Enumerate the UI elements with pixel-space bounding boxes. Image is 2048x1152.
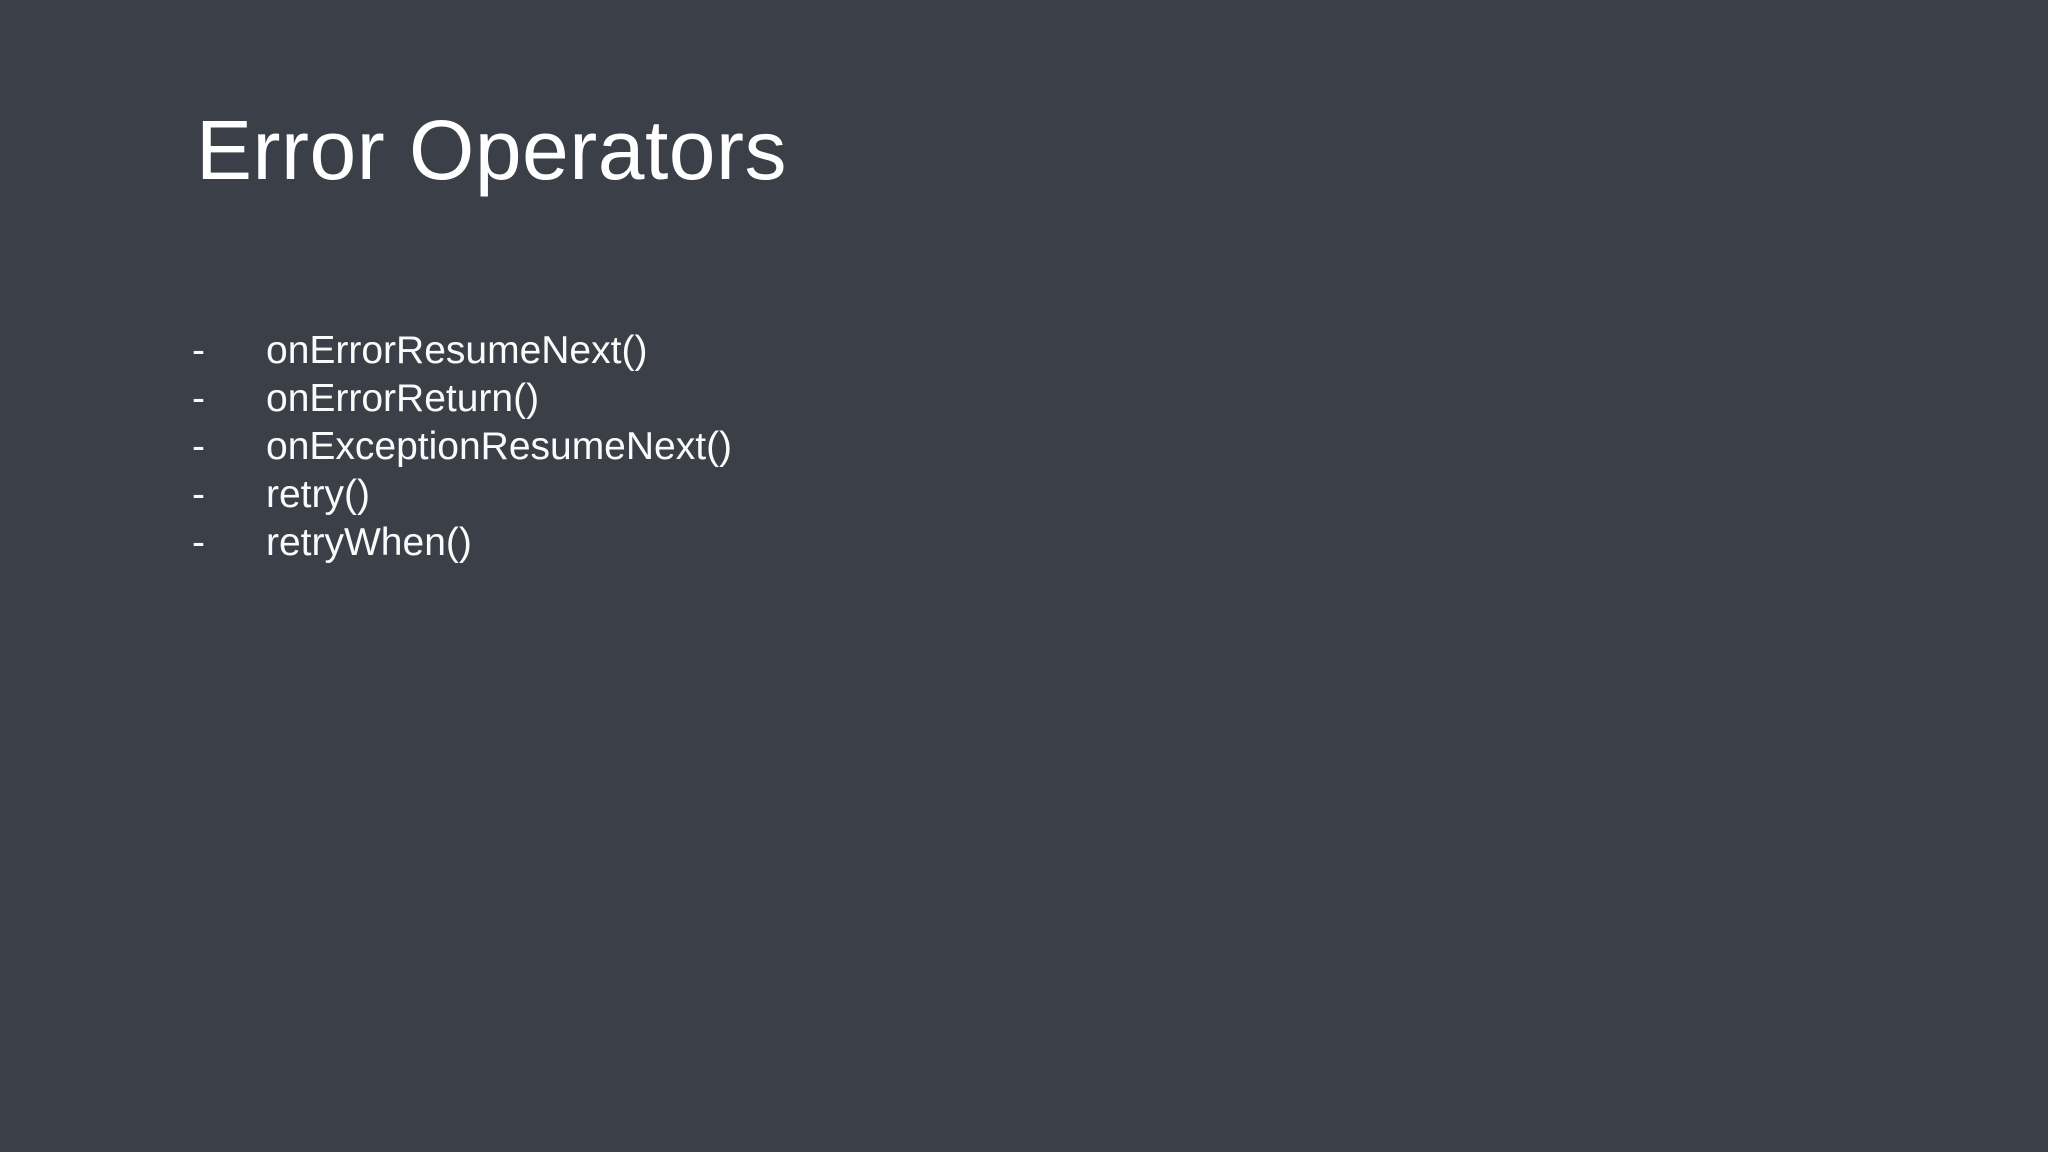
list-item: - onErrorReturn() (192, 375, 732, 423)
bullet-dash: - (192, 521, 205, 564)
list-item-label: retryWhen() (266, 521, 472, 564)
list-item: - onErrorResumeNext() (192, 327, 732, 375)
bullet-dash: - (192, 377, 205, 420)
list-item: - onExceptionResumeNext() (192, 423, 732, 471)
list-item-label: onErrorResumeNext() (266, 329, 648, 372)
bullet-dash: - (192, 473, 205, 516)
list-item-label: onErrorReturn() (266, 377, 540, 420)
slide-title: Error Operators (196, 103, 787, 197)
bullet-list: - onErrorResumeNext() - onErrorReturn() … (192, 327, 732, 567)
list-item-label: retry() (266, 473, 370, 516)
list-item: - retry() (192, 471, 732, 519)
list-item-label: onExceptionResumeNext() (266, 425, 733, 468)
bullet-dash: - (192, 425, 205, 468)
list-item: - retryWhen() (192, 519, 732, 567)
bullet-dash: - (192, 329, 205, 372)
